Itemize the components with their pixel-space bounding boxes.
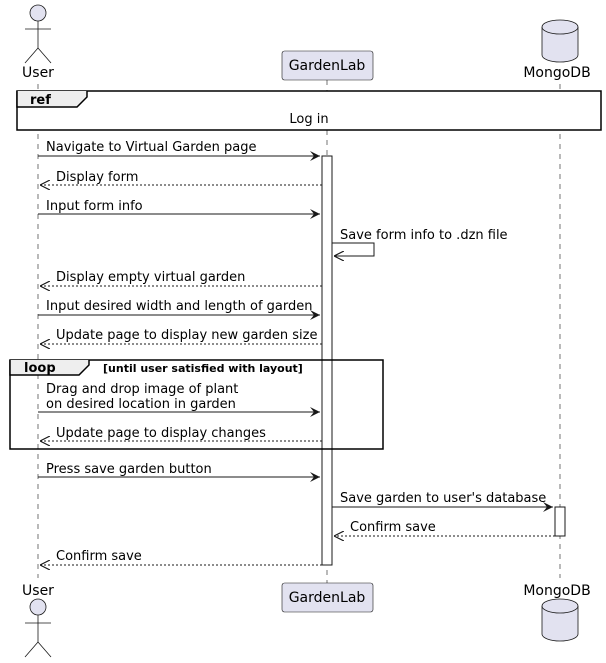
message-label: Press save garden button bbox=[46, 462, 212, 477]
self-message-arrow bbox=[332, 242, 375, 256]
database-icon bbox=[541, 598, 579, 642]
actor-icon bbox=[24, 4, 52, 64]
ref-frame-text: Log in bbox=[289, 112, 328, 127]
gardenlab-participant-bottom: GardenLab bbox=[281, 582, 374, 613]
message-input-form-info: Input form info bbox=[38, 199, 320, 219]
participant-box bbox=[281, 50, 374, 81]
message-press-save: Press save garden button bbox=[38, 462, 320, 482]
mongodb-activation bbox=[554, 506, 566, 537]
message-confirm-save-db: Confirm save bbox=[334, 520, 555, 536]
mongodb-label-bottom: MongoDB bbox=[523, 583, 590, 599]
loop-frame: loop [until user satisfied with layout] bbox=[9, 359, 384, 450]
message-confirm-save-user: Confirm save bbox=[40, 549, 322, 565]
message-label: Confirm save bbox=[56, 549, 142, 564]
mongodb-database-top: MongoDB bbox=[523, 19, 591, 81]
message-label: Confirm save bbox=[350, 520, 436, 535]
user-actor-bottom: User bbox=[22, 583, 54, 658]
ref-frame: ref Log in bbox=[16, 90, 602, 131]
message-update-garden-size: Update page to display new garden size bbox=[40, 328, 322, 344]
message-save-form-info: Save form info to .dzn file bbox=[332, 228, 508, 256]
message-label: Navigate to Virtual Garden page bbox=[46, 140, 256, 155]
message-label: Update page to display changes bbox=[56, 426, 266, 441]
loop-frame-title: loop bbox=[24, 361, 56, 376]
message-label: Display empty virtual garden bbox=[56, 270, 245, 285]
database-icon bbox=[541, 19, 579, 63]
gardenlab-label-bottom: GardenLab bbox=[289, 590, 366, 606]
message-label-line-1: Drag and drop image of plant bbox=[46, 382, 238, 397]
message-label: Input desired width and length of garden bbox=[46, 299, 312, 314]
user-label-top: User bbox=[22, 65, 54, 81]
message-label: Save garden to user's database bbox=[340, 491, 546, 506]
message-label: Save form info to .dzn file bbox=[340, 228, 508, 243]
message-label: Input form info bbox=[46, 199, 143, 214]
mongodb-label-top: MongoDB bbox=[523, 65, 590, 81]
gardenlab-participant-top: GardenLab bbox=[281, 50, 374, 81]
actor-icon bbox=[24, 598, 52, 658]
message-drag-drop-plant: Drag and drop image of plant on desired … bbox=[38, 382, 320, 417]
participant-box bbox=[281, 582, 374, 613]
loop-frame-condition: [until user satisfied with layout] bbox=[103, 362, 303, 375]
gardenlab-label-top: GardenLab bbox=[289, 58, 366, 74]
message-save-to-database: Save garden to user's database bbox=[332, 491, 553, 512]
message-input-dimensions: Input desired width and length of garden bbox=[38, 299, 320, 320]
message-update-changes: Update page to display changes bbox=[40, 426, 322, 441]
mongodb-database-bottom: MongoDB bbox=[523, 583, 591, 642]
message-label: Display form bbox=[56, 170, 138, 185]
message-display-empty-garden: Display empty virtual garden bbox=[40, 270, 322, 286]
user-label-bottom: User bbox=[22, 583, 54, 599]
message-label-line-2: on desired location in garden bbox=[46, 397, 236, 412]
message-label: Update page to display new garden size bbox=[56, 328, 317, 343]
ref-frame-title: ref bbox=[30, 93, 51, 108]
user-actor-top: User bbox=[22, 4, 54, 81]
message-display-form: Display form bbox=[40, 170, 322, 185]
message-navigate: Navigate to Virtual Garden page bbox=[38, 140, 320, 161]
